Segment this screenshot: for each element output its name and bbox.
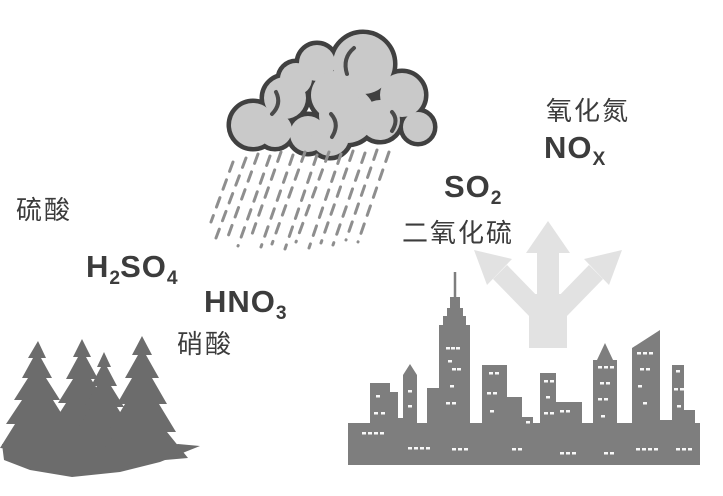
rain-cloud-icon — [226, 29, 438, 161]
three-way-up-arrow-icon — [474, 221, 622, 348]
sulfuric-acid-formula-label: H2SO4 — [86, 249, 178, 290]
nitric-acid-name-label: 硝酸 — [177, 329, 234, 359]
formula-subscript: 4 — [166, 268, 178, 290]
rain-streaks-icon — [209, 148, 391, 251]
sulfur-dioxide-formula-label: SO2 — [444, 169, 502, 210]
formula-subscript: 2 — [490, 188, 502, 210]
pine-forest-icon — [0, 336, 200, 477]
formula-text: SO — [120, 249, 167, 284]
nitric-acid-formula-label: HNO3 — [204, 284, 287, 325]
formula-subscript: 3 — [275, 303, 287, 325]
nitrogen-oxides-name-label: 氧化氮 — [546, 96, 631, 126]
formula-subscript: X — [592, 149, 606, 171]
nitrogen-oxides-formula-label: NOX — [544, 130, 606, 171]
formula-text: H — [86, 249, 110, 284]
city-windows — [362, 347, 692, 455]
sulfur-dioxide-name-label: 二氧化硫 — [402, 218, 515, 248]
formula-text: NO — [544, 130, 593, 165]
formula-subscript: 2 — [109, 268, 121, 290]
formula-text: HNO — [204, 284, 276, 319]
city-skyline-icon — [348, 272, 700, 465]
formula-text: SO — [444, 169, 491, 204]
sulfuric-acid-name-label: 硫酸 — [16, 195, 73, 225]
